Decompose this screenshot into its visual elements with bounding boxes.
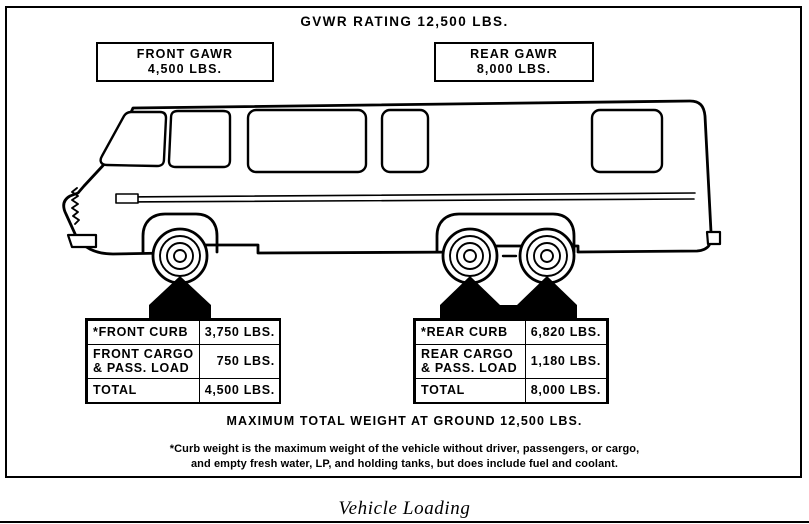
table-row: *REAR CURB 6,820 LBS. bbox=[415, 320, 608, 345]
rear-cargo-label-line2: & PASS. LOAD bbox=[421, 360, 518, 375]
footnote-line-1: *Curb weight is the maximum weight of th… bbox=[169, 443, 640, 455]
rear-gawr-label: REAR GAWR bbox=[470, 47, 558, 61]
front-curb-label: *FRONT CURB bbox=[87, 320, 200, 345]
front-cargo-label-line2: & PASS. LOAD bbox=[93, 360, 190, 375]
front-gawr-label: FRONT GAWR bbox=[136, 47, 234, 61]
front-curb-value: 3,750 LBS. bbox=[198, 320, 281, 345]
front-cargo-label: FRONT CARGO & PASS. LOAD bbox=[87, 344, 200, 379]
front-gawr-box: FRONT GAWR 4,500 LBS. bbox=[96, 42, 274, 82]
footnote-line-2: and empty fresh water, LP, and holding t… bbox=[190, 458, 619, 470]
front-total-value: 4,500 LBS. bbox=[198, 378, 281, 403]
figure-caption: Vehicle Loading bbox=[338, 498, 471, 519]
rear-curb-value: 6,820 LBS. bbox=[524, 320, 608, 345]
rear-total-value: 8,000 LBS. bbox=[524, 378, 608, 403]
table-row: TOTAL 8,000 LBS. bbox=[415, 378, 608, 403]
bottom-rule bbox=[0, 521, 809, 523]
table-row: REAR CARGO & PASS. LOAD 1,180 LBS. bbox=[415, 344, 608, 379]
rear-curb-label: *REAR CURB bbox=[415, 320, 526, 345]
front-cargo-value: 750 LBS. bbox=[198, 344, 281, 379]
table-row: FRONT CARGO & PASS. LOAD 750 LBS. bbox=[87, 344, 281, 379]
curb-weight-footnote: *Curb weight is the maximum weight of th… bbox=[0, 442, 809, 472]
rear-weight-table: *REAR CURB 6,820 LBS. REAR CARGO & PASS.… bbox=[413, 318, 609, 404]
rear-gawr-value: 8,000 LBS. bbox=[476, 62, 552, 76]
table-row: *FRONT CURB 3,750 LBS. bbox=[87, 320, 281, 345]
rear-cargo-label: REAR CARGO & PASS. LOAD bbox=[415, 344, 526, 379]
front-gawr-value: 4,500 LBS. bbox=[147, 62, 223, 76]
maximum-total-weight-line: MAXIMUM TOTAL WEIGHT AT GROUND 12,500 LB… bbox=[226, 414, 583, 428]
gvwr-rating-title: GVWR RATING 12,500 LBS. bbox=[300, 14, 509, 29]
rear-cargo-value: 1,180 LBS. bbox=[524, 344, 608, 379]
rear-total-label: TOTAL bbox=[415, 378, 526, 403]
front-weight-table: *FRONT CURB 3,750 LBS. FRONT CARGO & PAS… bbox=[85, 318, 281, 404]
table-row: TOTAL 4,500 LBS. bbox=[87, 378, 281, 403]
rear-cargo-label-line1: REAR CARGO bbox=[421, 347, 514, 361]
front-cargo-label-line1: FRONT CARGO bbox=[93, 347, 194, 361]
front-total-label: TOTAL bbox=[87, 378, 200, 403]
rear-gawr-box: REAR GAWR 8,000 LBS. bbox=[434, 42, 594, 82]
